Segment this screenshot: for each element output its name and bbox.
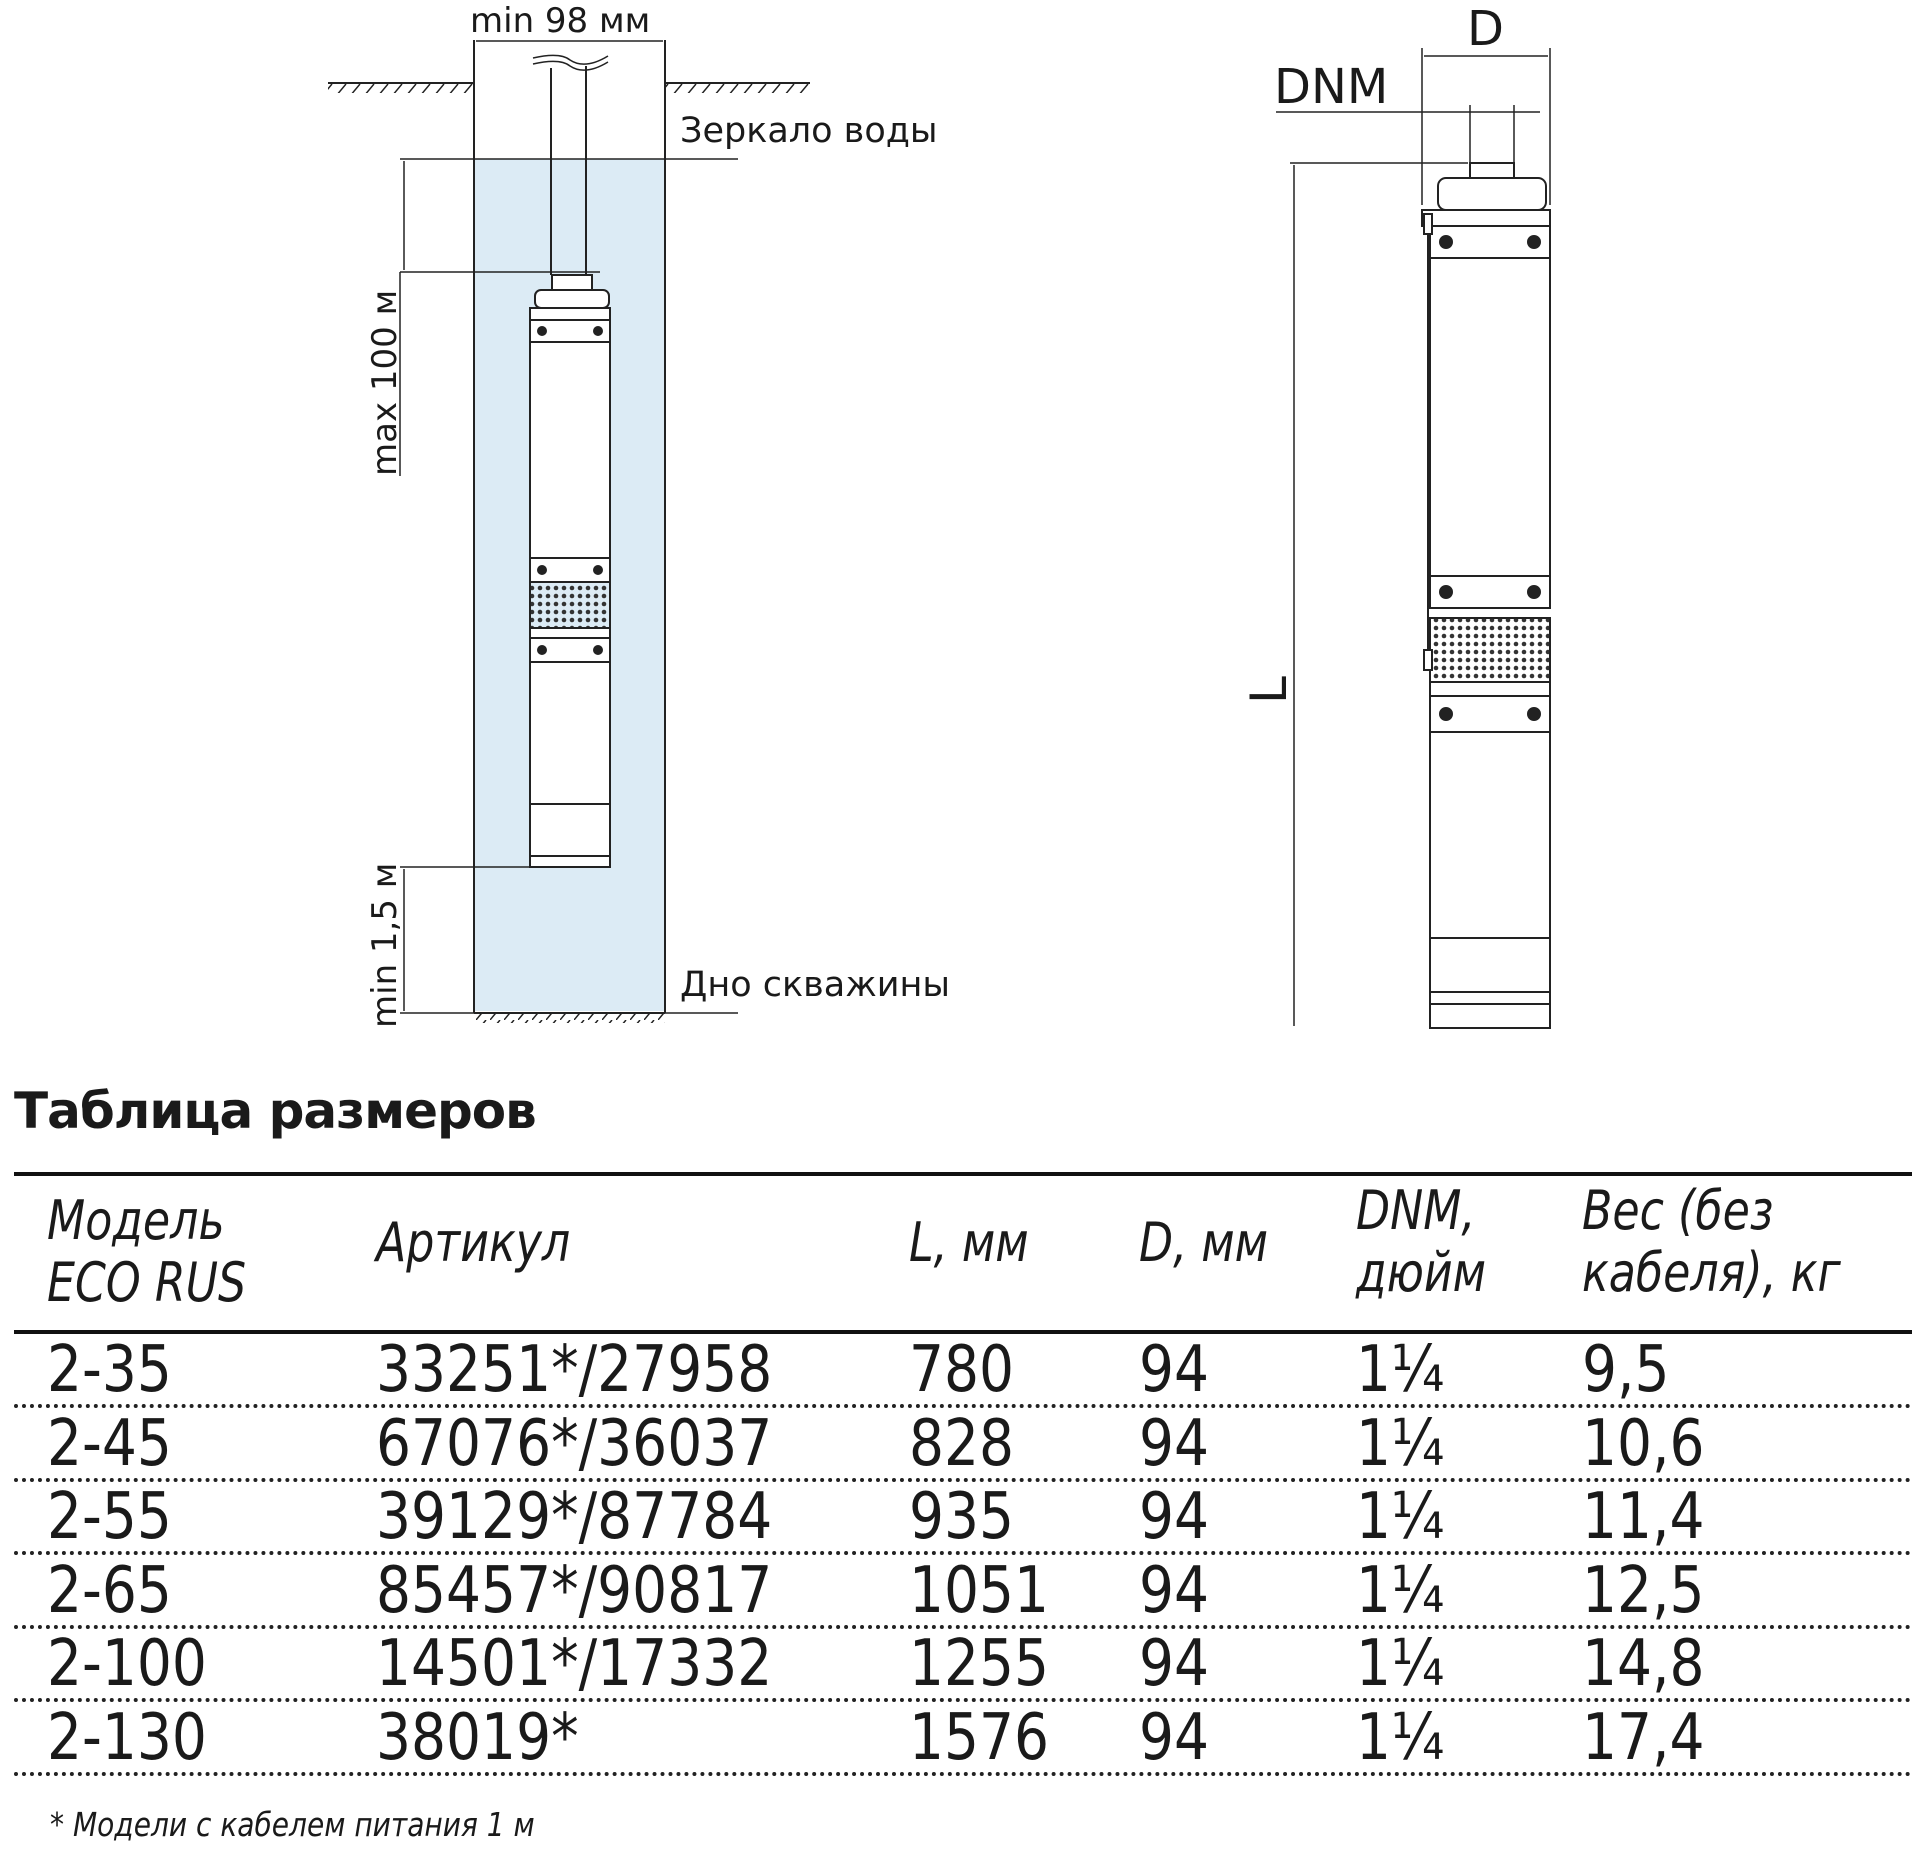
pump-in-well [529, 274, 611, 868]
table-cell: 14,8 [1582, 1627, 1705, 1701]
table-cell: 1¼ [1356, 1333, 1445, 1407]
pump-installation-diagram: min 98 мм Зеркало воды max 100 м min 1,5… [328, 1, 1551, 1029]
table-cell: 828 [909, 1406, 1015, 1481]
well-width-label: min 98 мм [470, 1, 650, 41]
table-cell: 10,6 [1582, 1406, 1705, 1481]
min-bottom-label: min 1,5 м [365, 863, 405, 1028]
table-cell: 94 [1139, 1480, 1210, 1554]
table-cell: 17,4 [1582, 1700, 1705, 1775]
row-divider [14, 1404, 1912, 1408]
footnote: * Модели с кабелем питания 1 м [50, 1805, 535, 1844]
table-top-rule [14, 1172, 1912, 1176]
ground-right [665, 82, 810, 93]
table-cell: 39129*/87784 [376, 1480, 773, 1554]
header-line: Вес (без [1582, 1179, 1774, 1242]
table-cell: 1¼ [1356, 1700, 1445, 1775]
row-divider [14, 1624, 1912, 1629]
row-divider [14, 1771, 1912, 1776]
ground-left [328, 82, 474, 93]
header-line: ECO RUS [47, 1251, 247, 1314]
table-cell: 1576 [909, 1700, 1050, 1775]
table-cell: 94 [1139, 1406, 1210, 1481]
table-cell: 1¼ [1356, 1627, 1445, 1701]
water-level-label: Зеркало воды [680, 111, 938, 151]
column-header: D, мм [1139, 1212, 1268, 1274]
table-cell: 94 [1139, 1333, 1210, 1407]
table-cell: 94 [1139, 1700, 1210, 1775]
header-rule [14, 1330, 1912, 1334]
table-cell: 94 [1139, 1553, 1210, 1628]
table-cell: 12,5 [1582, 1553, 1705, 1628]
dim-DNM-label: DNM [1274, 59, 1388, 115]
header-line: дюйм [1356, 1241, 1487, 1304]
table-cell: 780 [909, 1333, 1015, 1407]
pump-dimension-drawing [1421, 162, 1551, 1029]
table-cell: 1051 [909, 1553, 1050, 1628]
column-header: Артикул [376, 1212, 570, 1274]
table-cell: 2-45 [47, 1406, 172, 1481]
table-cell: 1¼ [1356, 1553, 1445, 1628]
header-line: кабеля), кг [1582, 1241, 1841, 1304]
header-line: Артикул [376, 1211, 571, 1274]
dim-D-label: D [1467, 1, 1504, 57]
dim-L-label: L [1240, 676, 1298, 704]
bottom-label: Дно скважины [680, 965, 950, 1005]
table-cell: 2-65 [47, 1553, 172, 1628]
max-depth-label: max 100 м [365, 290, 405, 476]
table-cell: 94 [1139, 1627, 1210, 1701]
row-divider [14, 1551, 1912, 1555]
table-cell: 1255 [909, 1627, 1050, 1701]
table-cell: 33251*/27958 [376, 1333, 773, 1407]
table-cell: 9,5 [1582, 1333, 1670, 1407]
row-divider [14, 1698, 1912, 1702]
table-cell: 2-100 [47, 1627, 207, 1701]
table-cell: 14501*/17332 [376, 1627, 773, 1701]
table-title: Таблица размеров [14, 1082, 537, 1140]
header-line: L, мм [909, 1211, 1029, 1274]
table-cell: 38019* [376, 1700, 579, 1775]
table-cell: 2-35 [47, 1333, 172, 1407]
header-line: D, мм [1139, 1211, 1269, 1274]
column-header: DNM,дюйм [1356, 1180, 1486, 1304]
table-cell: 85457*/90817 [376, 1553, 773, 1628]
table-cell: 11,4 [1582, 1480, 1705, 1554]
table-cell: 2-130 [47, 1700, 207, 1775]
table-cell: 1¼ [1356, 1480, 1445, 1554]
table-cell: 935 [909, 1480, 1015, 1554]
table-cell: 1¼ [1356, 1406, 1445, 1481]
header-line: DNM, [1356, 1179, 1476, 1242]
column-header: L, мм [909, 1212, 1029, 1274]
row-divider [14, 1477, 1912, 1482]
table-cell: 2-55 [47, 1480, 172, 1554]
table-cell: 67076*/36037 [376, 1406, 773, 1481]
header-line: Модель [47, 1189, 225, 1252]
